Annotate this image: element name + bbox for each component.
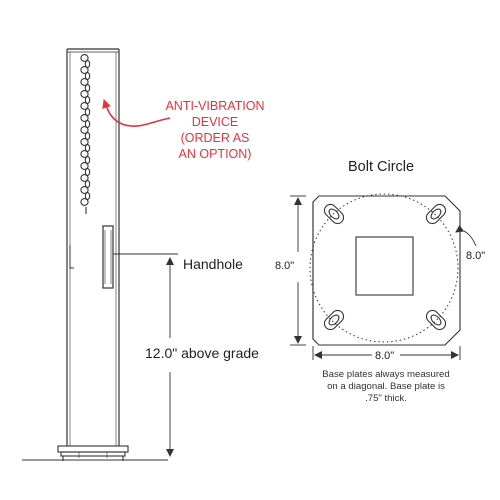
bottom-dimension-label: 8.0" — [375, 350, 395, 362]
chain-link — [80, 78, 89, 86]
chain-link — [80, 114, 89, 122]
base-plate-note: Base plates always measured on a diagona… — [306, 369, 466, 405]
bolt-slots — [323, 203, 447, 331]
bolt-slot-bottom-left — [323, 309, 345, 331]
handhole-cover — [102, 225, 114, 289]
anti-vibration-chain — [80, 54, 91, 214]
base-plate — [309, 193, 461, 346]
chain-link — [80, 186, 89, 194]
base-plate-note-line-3: .75" thick. — [365, 393, 407, 404]
chain-link — [80, 90, 89, 98]
chain-link — [80, 126, 89, 134]
bolt-circle-leader — [455, 224, 477, 247]
side-dimension-label: 8.0" — [275, 260, 295, 272]
anti-vibration-line-2: DEVICE — [191, 115, 239, 129]
anti-vibration-label: ANTI-VIBRATION DEVICE (ORDER AS AN OPTIO… — [160, 98, 270, 162]
anti-vibration-line-4: AN OPTION) — [178, 147, 252, 161]
chain-link — [80, 198, 89, 206]
anti-vibration-line-1: ANTI-VIBRATION — [165, 99, 265, 113]
pole-base-flange — [57, 445, 129, 461]
chain-link — [80, 66, 89, 74]
chain-link — [80, 138, 89, 146]
bolt-slot-bottom-right — [425, 309, 447, 331]
base-plate-note-line-2: on a diagonal. Base plate is — [327, 381, 445, 392]
bolt-circle-title: Bolt Circle — [348, 159, 415, 175]
base-plate-outline — [312, 195, 461, 346]
anti-vibration-line-3: (ORDER AS — [180, 131, 250, 145]
pole-ground-lug — [69, 245, 74, 269]
chain-link — [80, 174, 89, 182]
height-label: 12.0" above grade — [145, 345, 259, 361]
anti-vibration-pointer-arrow — [102, 99, 171, 127]
chain-link — [80, 162, 89, 170]
bolt-circle — [309, 193, 459, 343]
chain-link — [80, 150, 89, 158]
chain-link — [80, 102, 89, 110]
chain-link — [80, 54, 89, 62]
pole — [66, 48, 120, 446]
bolt-slot-top-right — [425, 203, 447, 225]
base-plate-dimensions — [290, 195, 477, 360]
base-plate-center-opening — [355, 236, 414, 296]
bolt-circle-dimension-label: 8.0" — [466, 250, 486, 262]
base-plate-note-line-1: Base plates always measured — [322, 369, 450, 380]
handhole-label: Handhole — [183, 256, 243, 272]
